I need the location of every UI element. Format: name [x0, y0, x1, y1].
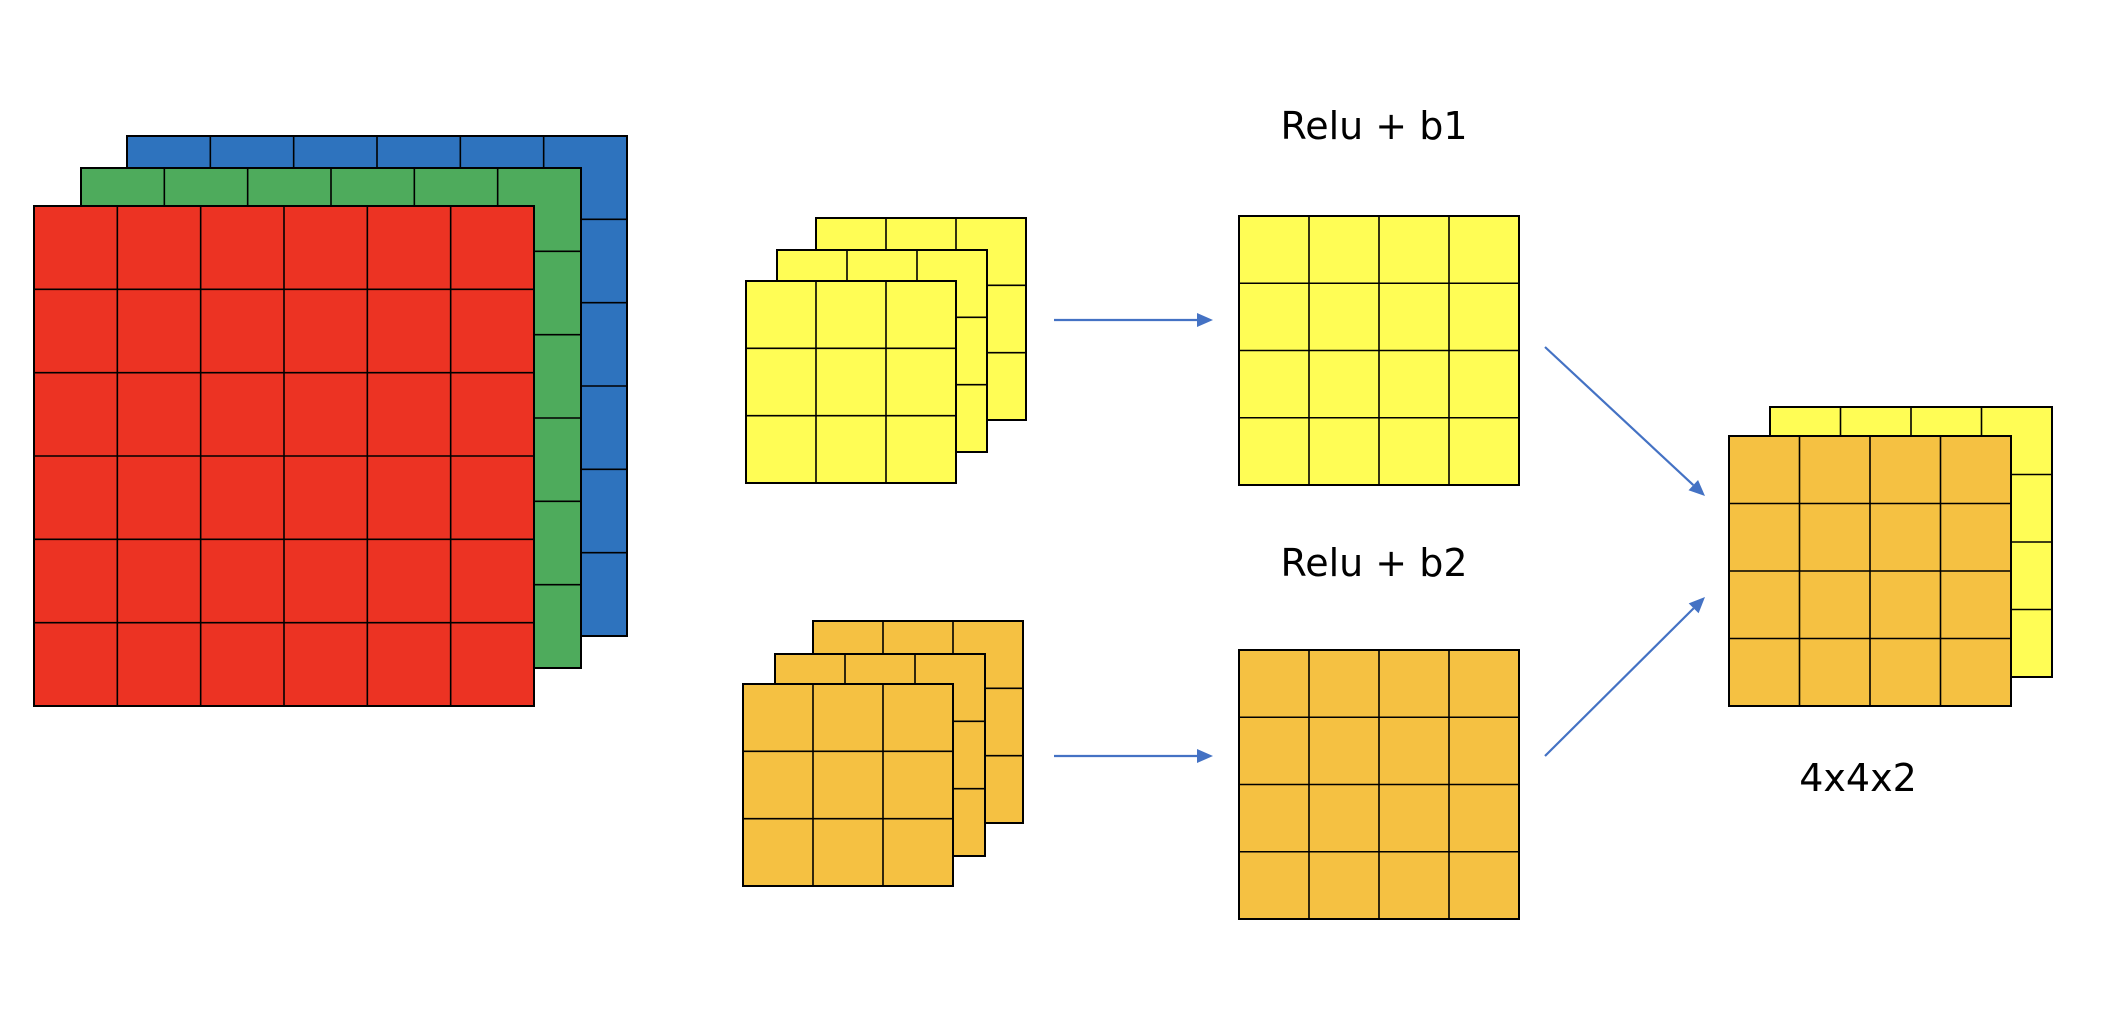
relu-b2-label: Relu + b2 — [1280, 541, 1468, 585]
output-layer-2 — [1728, 435, 2012, 707]
arrow-filter2-to-map2 — [1054, 749, 1213, 763]
arrow-map2-to-output — [1544, 597, 1705, 757]
output-size-label: 4x4x2 — [1799, 756, 1917, 800]
feature-map-2 — [1238, 649, 1520, 920]
filter-1-slice-3 — [745, 280, 957, 484]
input-channel-red — [33, 205, 535, 707]
filter-2-slice-3 — [742, 683, 954, 887]
arrow-map1-to-output — [1544, 346, 1705, 496]
relu-b1-label: Relu + b1 — [1280, 104, 1468, 148]
feature-map-1 — [1238, 215, 1520, 486]
arrow-filter1-to-map1 — [1054, 313, 1213, 327]
